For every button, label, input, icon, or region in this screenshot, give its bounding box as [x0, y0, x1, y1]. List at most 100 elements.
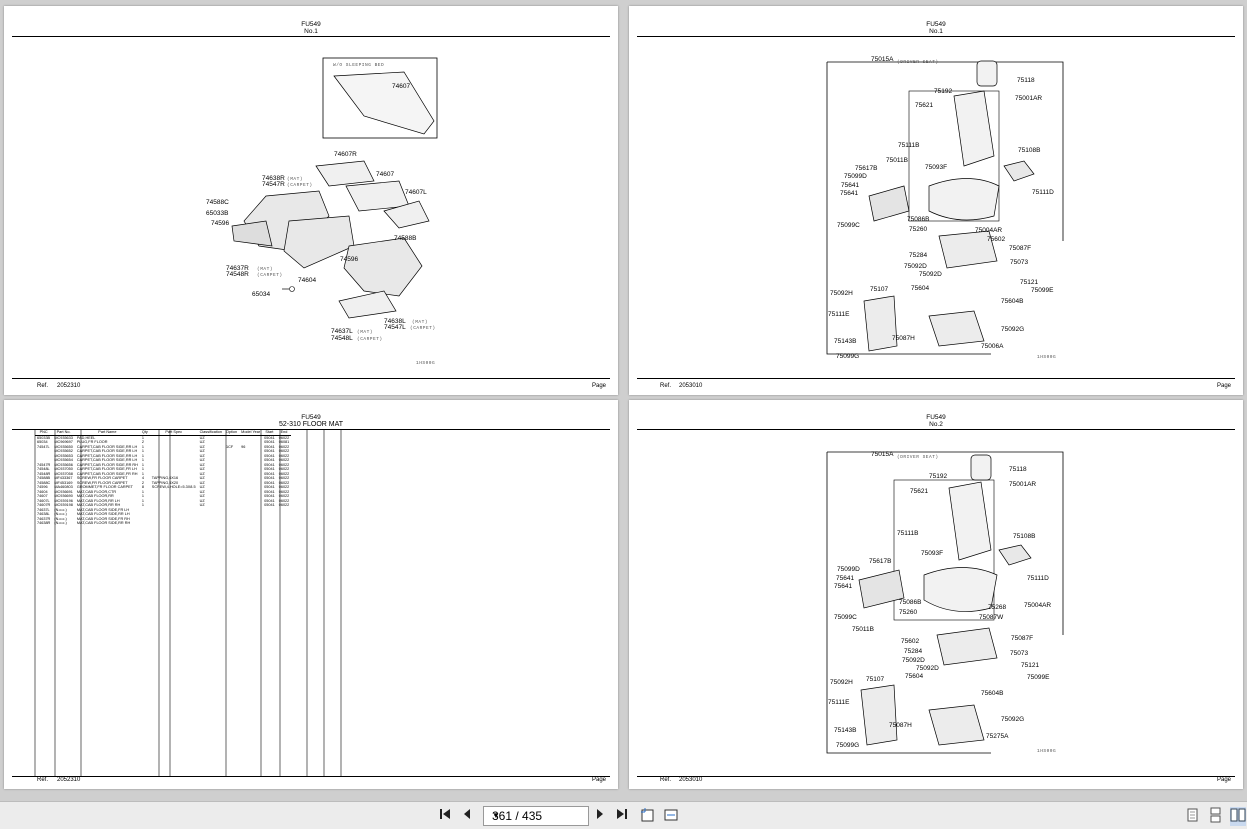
seat2-part-callout: 75093F [921, 550, 943, 557]
table-row: 74638R(N.o.c.)MAT,CAB FLOOR SIDE,RR RH [35, 521, 291, 526]
table-cell: UZ [199, 467, 205, 471]
table-cell: 8 [141, 485, 144, 489]
table-cell: 65034 [37, 440, 48, 444]
table-cell: 74607R [37, 503, 51, 507]
fit-page-icon[interactable] [640, 807, 656, 826]
seat1-part-callout: 75284 [909, 252, 927, 259]
table-cell: MC935633 [54, 435, 73, 440]
table-cell: UZ [199, 489, 205, 494]
seat2-part-callout: 75617B [869, 558, 891, 565]
seat1-part-callout: 75108B [1018, 147, 1040, 154]
table-cell: 05041 [264, 476, 275, 480]
table-cell: 1 [141, 453, 144, 458]
first-page-icon[interactable] [438, 807, 452, 824]
table-cell: 2 [141, 480, 144, 485]
footer-rule [637, 776, 1235, 777]
seat2-part-callout: 75086B [899, 599, 921, 606]
seat1-part-callout: 75602 [987, 236, 1005, 243]
table-cell: PLUG,FR FLOOR [76, 440, 108, 444]
seat2-part-callout: 75099D [837, 566, 860, 573]
seat2-part-callout: 75604 [905, 673, 923, 680]
table-cell: UZ [199, 444, 205, 449]
seat1-part-callout: 75604 [911, 285, 929, 292]
table-cell: MC936691 [54, 489, 73, 494]
seat2-part-callout: 75111D [1027, 575, 1049, 582]
seat2-part-callout: 75107 [866, 676, 884, 683]
table-cell: 1 [141, 458, 144, 462]
seat1-part-callout: 75092H [830, 290, 853, 297]
page-number: No.2 [929, 421, 943, 428]
column-header: Option [223, 430, 240, 436]
floor-part-callout: 74607L [405, 189, 427, 196]
table-cell: 06022 [278, 467, 290, 471]
seat1-part-callout: 75093F [925, 164, 947, 171]
seat2-part-callout: 75099E [1027, 674, 1050, 681]
seat2-part-callout: 75004AR [1024, 602, 1051, 609]
footer-rule [637, 378, 1235, 379]
seat2-part-callout: 75111B [897, 530, 918, 537]
seat1-part-callout: 75004AR [975, 227, 1002, 234]
seat2-part-callout: 75092G [1001, 716, 1024, 723]
table-cell: (N.o.c.) [54, 516, 67, 521]
table-cell: MC937058 [54, 471, 73, 476]
last-page-icon[interactable] [615, 807, 629, 824]
table-cell: UZ [199, 480, 205, 485]
table-cell: MAT,CAB FLOOR SIDE,FR RH [76, 516, 130, 521]
floor-part-callout: 74637R [226, 265, 249, 272]
table-cell: 06081 [278, 440, 290, 444]
facing-view-icon[interactable] [1230, 807, 1246, 826]
table-cell: CARPET,CAB FLOOR SIDE,RR LH [76, 458, 138, 462]
floor-part-callout: 65034 [252, 291, 270, 298]
column-header: Part No. [52, 430, 75, 436]
table-cell: MC935656 [54, 462, 73, 467]
table-cell: MC935654 [54, 458, 73, 462]
table-cell: 1CF [225, 444, 234, 449]
continuous-view-icon[interactable] [1209, 807, 1223, 826]
table-cell: 05041 [264, 462, 275, 467]
table-cell: 06022 [278, 494, 290, 498]
floor-part-material: (MAT) [412, 319, 428, 325]
next-page-icon[interactable] [595, 807, 605, 824]
diagram-code: 1HS00G [416, 360, 435, 366]
seat1-part-callout: 75099D [844, 173, 867, 180]
table-cell: 74548R [37, 471, 51, 476]
seat2-part-callout: 75604B [981, 690, 1003, 697]
table-cell: UZ [199, 476, 205, 480]
fit-width-icon[interactable] [663, 807, 679, 826]
table-cell: 06022 [278, 444, 290, 449]
single-page-view-icon[interactable] [1186, 807, 1200, 826]
seat2-part-callout: 75087H [889, 722, 912, 729]
prev-page-icon[interactable] [462, 807, 472, 824]
table-cell: 1 [141, 435, 144, 440]
ref-value: 2052310 [57, 383, 81, 389]
table-cell: MAT,CAB FLOOR SIDE,RR RH [76, 521, 131, 525]
seat2-part-callout: 75001AR [1009, 481, 1036, 488]
table-cell: UZ [199, 453, 205, 458]
seat1-part-callout: 75260 [909, 226, 927, 233]
table-cell: 06022 [278, 462, 290, 467]
seat1-part-callout: 75111D [1032, 189, 1054, 196]
table-cell: MF433367 [54, 476, 73, 480]
page-number: No.1 [304, 28, 318, 35]
page-number-select[interactable]: 361 / 435 ▼ [483, 806, 589, 826]
table-cell: 06022 [278, 449, 290, 453]
header-rule [12, 36, 610, 37]
seat1-part-callout: 75617B [855, 165, 877, 172]
table-cell: 06022 [278, 435, 290, 440]
table-cell: 06022 [278, 489, 290, 494]
seat2-part-callout: 75260 [899, 609, 917, 616]
column-header: Part Name [74, 430, 140, 436]
table-cell: 05041 [264, 444, 275, 449]
seat2-part-callout: 75143B [834, 727, 856, 734]
page-number: No.1 [929, 28, 943, 35]
